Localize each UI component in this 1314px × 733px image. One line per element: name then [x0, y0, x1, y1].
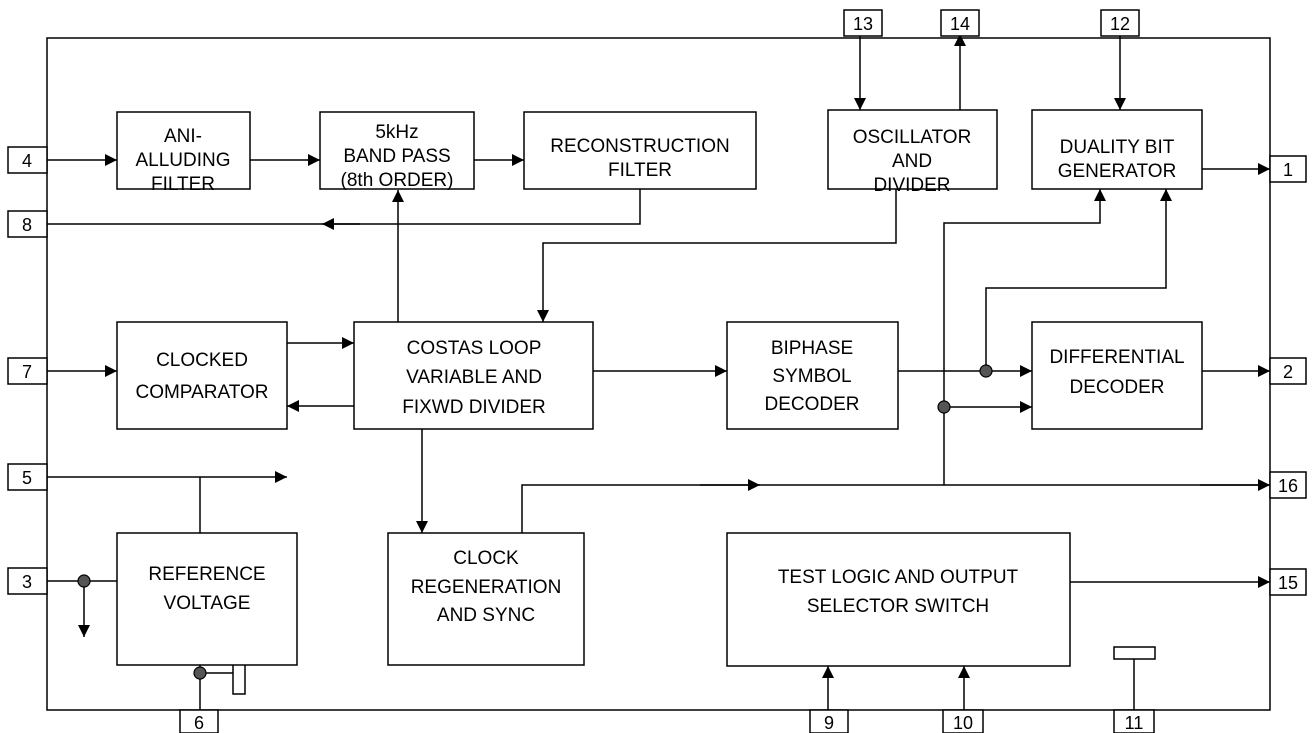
wire-reconstruction-to-pin8 — [47, 189, 641, 225]
pin-9: 9 — [809, 709, 849, 733]
pin-11: 11 — [1113, 709, 1155, 733]
svg-text:ALLUDING: ALLUDING — [135, 150, 230, 171]
svg-text:12: 12 — [1110, 14, 1130, 34]
svg-text:11: 11 — [1125, 713, 1144, 733]
block-costas-loop: COSTAS LOOP VARIABLE AND FIXWD DIVIDER — [353, 321, 594, 430]
pin-3: 3 — [7, 567, 48, 595]
svg-text:4: 4 — [22, 151, 32, 171]
pin-2: 2 — [1269, 357, 1307, 385]
svg-text:SYMBOL: SYMBOL — [772, 366, 851, 387]
block-anti-aliasing-filter: ANI- ALLUDING FILTER — [116, 111, 251, 195]
svg-text:9: 9 — [824, 713, 834, 733]
svg-text:DUALITY BIT: DUALITY BIT — [1060, 137, 1175, 158]
svg-text:15: 15 — [1278, 573, 1298, 593]
wire-branch-to-duality-right — [985, 189, 1172, 371]
svg-text:GENERATOR: GENERATOR — [1058, 161, 1177, 182]
svg-text:(8th ORDER): (8th ORDER) — [341, 170, 454, 191]
pin-14: 14 — [940, 9, 980, 37]
svg-text:COSTAS LOOP: COSTAS LOOP — [407, 338, 542, 359]
svg-text:3: 3 — [22, 572, 32, 592]
svg-text:DECODER: DECODER — [764, 394, 859, 415]
junction-biphase-out — [979, 364, 993, 378]
pin-7: 7 — [7, 357, 48, 385]
svg-text:VARIABLE AND: VARIABLE AND — [406, 367, 542, 388]
svg-text:ANI-: ANI- — [164, 126, 202, 147]
pin-4: 4 — [7, 146, 48, 174]
svg-text:COMPARATOR: COMPARATOR — [135, 382, 268, 403]
pin-16: 16 — [1269, 471, 1307, 499]
svg-text:AND SYNC: AND SYNC — [437, 605, 535, 626]
block-reconstruction-filter: RECONSTRUCTION FILTER — [523, 111, 757, 190]
junction-pin6 — [193, 666, 207, 680]
svg-text:VOLTAGE: VOLTAGE — [164, 593, 251, 614]
pin-15: 15 — [1269, 568, 1307, 596]
block-biphase-symbol-decoder: BIPHASE SYMBOL DECODER — [726, 321, 899, 430]
pin-10: 10 — [942, 709, 984, 733]
wire-clock-to-duality-left — [943, 189, 1106, 485]
block-band-pass: 5kHz BAND PASS (8th ORDER) — [319, 111, 475, 191]
pin11-element — [1113, 646, 1156, 660]
block-clock-regeneration: CLOCK REGENERATION AND SYNC — [387, 532, 585, 666]
svg-text:CLOCKED: CLOCKED — [156, 350, 248, 371]
pin-6: 6 — [179, 709, 219, 733]
svg-text:REFERENCE: REFERENCE — [148, 564, 265, 585]
svg-text:DIVIDER: DIVIDER — [873, 175, 950, 196]
pin-13: 13 — [843, 9, 883, 37]
svg-text:5: 5 — [22, 468, 32, 488]
svg-text:REGENERATION: REGENERATION — [411, 577, 562, 598]
svg-text:1: 1 — [1283, 160, 1293, 180]
svg-text:10: 10 — [953, 713, 973, 733]
pin-12: 12 — [1100, 9, 1140, 37]
block-differential-decoder: DIFFERENTIAL DECODER — [1031, 321, 1203, 430]
svg-text:OSCILLATOR: OSCILLATOR — [853, 127, 972, 148]
svg-text:8: 8 — [22, 215, 32, 235]
svg-text:6: 6 — [194, 713, 204, 733]
block-duality-bit-generator: DUALITY BIT GENERATOR — [1031, 109, 1203, 190]
pins: 4 8 7 5 3 1 2 16 15 13 14 12 6 9 10 11 — [7, 9, 1307, 733]
wire-oscillator-to-costas — [537, 189, 897, 322]
svg-text:14: 14 — [950, 14, 970, 34]
pin-5: 5 — [7, 463, 48, 491]
junction-clock-differential — [937, 400, 951, 414]
svg-text:TEST LOGIC AND OUTPUT: TEST LOGIC AND OUTPUT — [778, 567, 1019, 588]
junction-dots — [77, 364, 993, 680]
svg-text:FILTER: FILTER — [151, 174, 215, 195]
pin-1: 1 — [1269, 155, 1307, 183]
svg-text:2: 2 — [1283, 362, 1293, 382]
pin-8: 8 — [7, 210, 48, 238]
block-oscillator-divider: OSCILLATOR AND DIVIDER — [827, 109, 998, 196]
svg-text:DIFFERENTIAL: DIFFERENTIAL — [1049, 347, 1184, 368]
svg-text:16: 16 — [1278, 476, 1298, 496]
block-clocked-comparator: CLOCKED COMPARATOR — [116, 321, 288, 430]
svg-text:DECODER: DECODER — [1069, 377, 1164, 398]
svg-text:FIXWD DIVIDER: FIXWD DIVIDER — [402, 397, 546, 418]
svg-text:BIPHASE: BIPHASE — [771, 338, 853, 359]
svg-text:BAND PASS: BAND PASS — [343, 146, 450, 167]
svg-text:7: 7 — [22, 362, 32, 382]
svg-text:AND: AND — [892, 151, 932, 172]
junction-pin3 — [77, 574, 91, 588]
svg-text:5kHz: 5kHz — [375, 122, 418, 143]
svg-text:CLOCK: CLOCK — [453, 548, 519, 569]
wire-clock-to-pin16 — [521, 484, 1270, 533]
signal-lines — [47, 34, 1270, 710]
block-test-logic-selector: TEST LOGIC AND OUTPUT SELECTOR SWITCH — [726, 532, 1071, 667]
svg-text:FILTER: FILTER — [608, 160, 672, 181]
block-reference-voltage: REFERENCE VOLTAGE — [116, 532, 298, 666]
svg-text:RECONSTRUCTION: RECONSTRUCTION — [550, 136, 729, 157]
svg-text:13: 13 — [853, 14, 873, 34]
svg-text:SELECTOR SWITCH: SELECTOR SWITCH — [807, 596, 989, 617]
